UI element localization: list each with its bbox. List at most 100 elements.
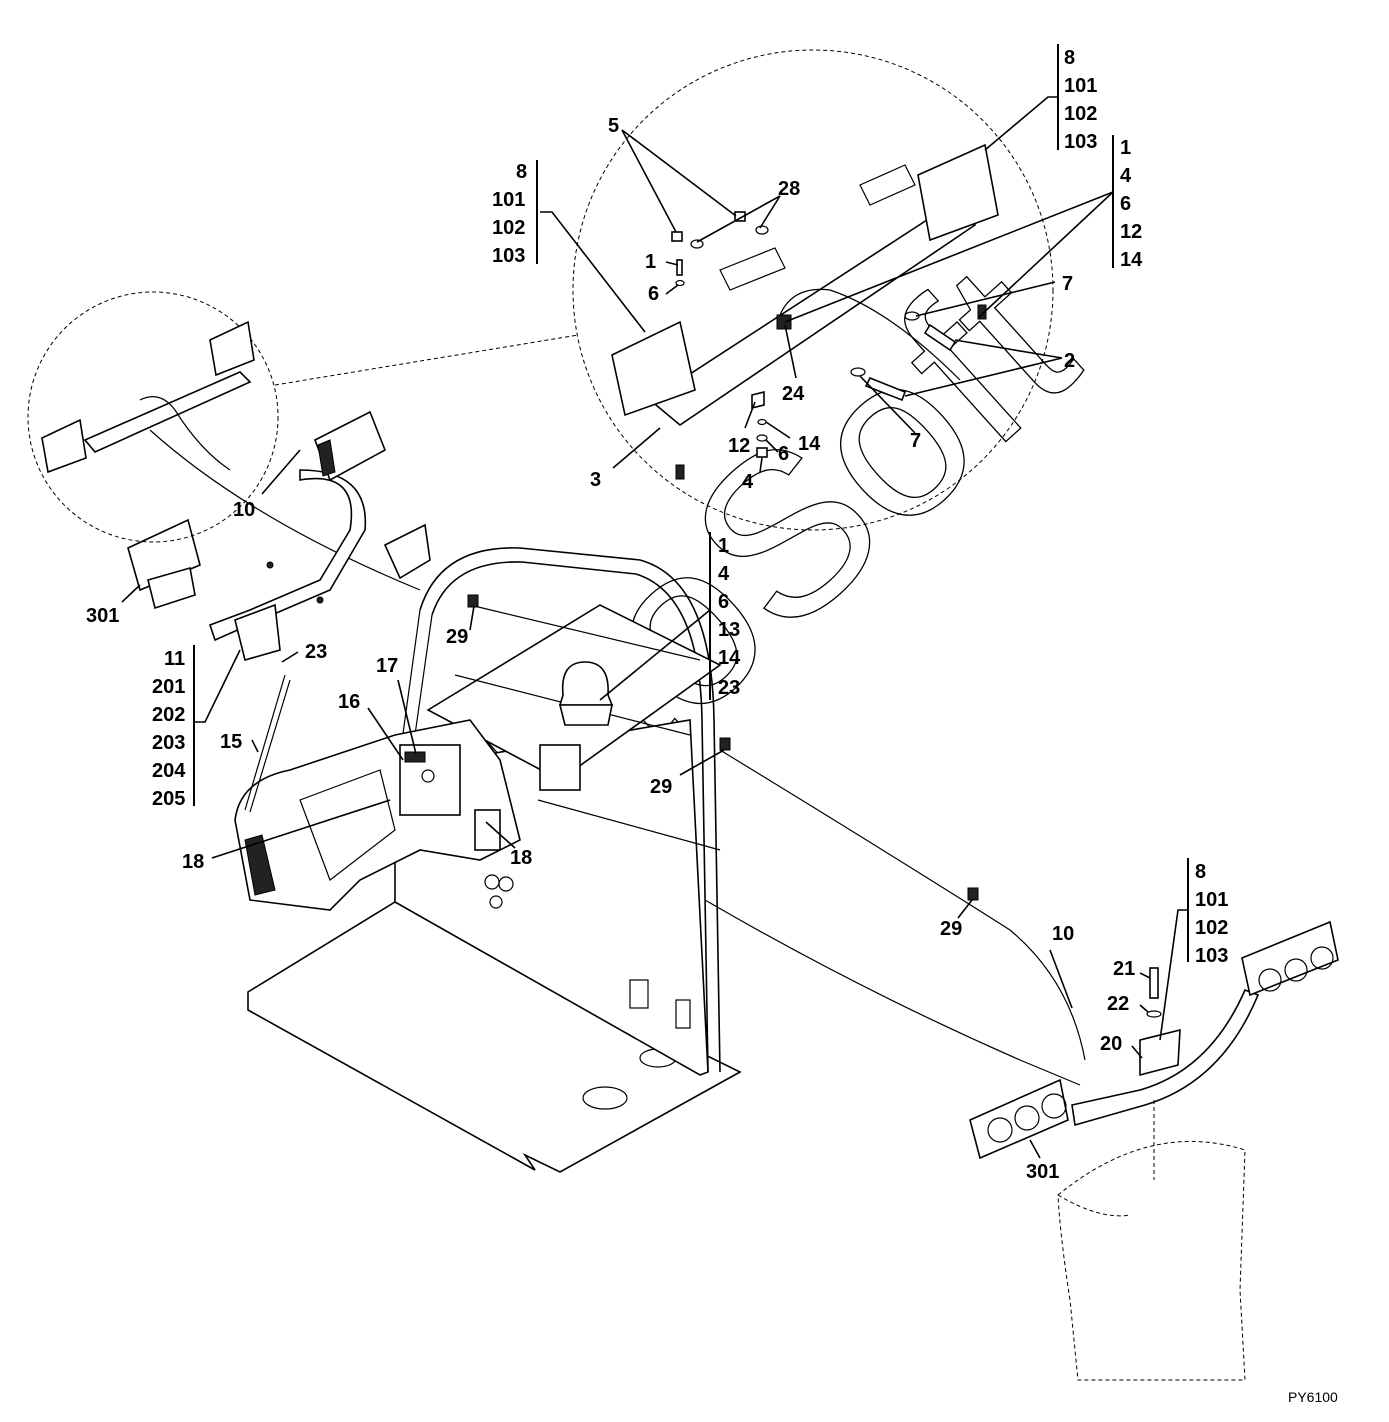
- front-light-bar: [127, 410, 431, 661]
- bolt-1: [676, 259, 683, 276]
- clip-29: [467, 594, 479, 608]
- rear-lamp-right: [1241, 920, 1339, 997]
- stack-item: 8: [516, 161, 527, 183]
- stack-item: 4: [718, 563, 730, 585]
- stack-left: 11 201 202 203 204 205: [152, 648, 186, 810]
- detail-large: [572, 49, 1054, 531]
- connector: [675, 464, 685, 480]
- bracket-18: [474, 809, 501, 851]
- clip-29: [967, 887, 979, 901]
- wire-15: [244, 674, 286, 811]
- label-6: 6: [778, 443, 789, 465]
- label-14: 14: [798, 433, 821, 455]
- lamp-housing-left: [611, 320, 696, 417]
- stack-center: 1 4 6 13 14 23: [718, 535, 741, 699]
- stack-item: 11: [164, 648, 185, 670]
- label-28: 28: [778, 178, 800, 200]
- stack-item: 101: [1064, 75, 1097, 97]
- detail-circle-large: [572, 49, 1054, 531]
- label-29: 29: [650, 776, 672, 798]
- detail-link-line: [274, 334, 579, 386]
- stack-item: 23: [718, 677, 740, 699]
- stack-item: 103: [492, 245, 525, 267]
- stack-item: 203: [152, 732, 185, 754]
- stack-item: 101: [492, 189, 525, 211]
- stack-item: 14: [1120, 249, 1143, 271]
- gauge: [421, 769, 435, 783]
- stack-item: 4: [1120, 165, 1132, 187]
- callout-labels: 5 28 1 6 24 7 2 7 12 14 6 4 3 10 301 23 …: [86, 115, 1135, 1183]
- console: [234, 719, 521, 911]
- work-lamp-upper-face: [317, 439, 336, 477]
- lamp-lens: [987, 1117, 1013, 1143]
- washer-7: [850, 367, 866, 377]
- stack-item: 102: [1064, 103, 1097, 125]
- mini-cable: [139, 396, 231, 471]
- cable-24: [777, 288, 961, 381]
- harness-10-lower: [704, 899, 1081, 1086]
- mini-bracket: [83, 371, 252, 453]
- work-lamp-right: [383, 523, 431, 580]
- rear-light-bar: [969, 920, 1339, 1381]
- mini-lamp-right: [209, 320, 255, 377]
- label-18: 18: [182, 851, 204, 873]
- stack-item: 103: [1064, 131, 1097, 153]
- stack-item: 205: [152, 788, 185, 810]
- label-23: 23: [305, 641, 327, 663]
- label-5: 5: [608, 115, 619, 137]
- label-2: 2: [1064, 350, 1075, 372]
- console-recess: [299, 769, 396, 881]
- washer-6b: [756, 434, 768, 442]
- lamp-301-base: [147, 566, 196, 610]
- label-15: 15: [220, 731, 242, 753]
- label-6: 6: [648, 283, 659, 305]
- stack-item: 12: [1120, 221, 1142, 243]
- cab-frame: [247, 547, 742, 1173]
- lamp-lens: [1258, 968, 1282, 992]
- label-3: 3: [590, 469, 601, 491]
- rear-cross-bar: [537, 799, 721, 851]
- label-10: 10: [233, 499, 255, 521]
- stack-item: 8: [1195, 861, 1206, 883]
- nut-5: [671, 231, 683, 242]
- stack-item: 1: [1120, 137, 1131, 159]
- label-7: 7: [1062, 273, 1073, 295]
- detail-circle-small: [27, 291, 279, 543]
- washer-22: [1146, 1010, 1162, 1018]
- mini-lamp-left: [41, 418, 87, 474]
- beacon-base: [558, 704, 613, 726]
- lamp-lens: [1041, 1093, 1067, 1119]
- bracket-20: [1139, 1028, 1181, 1077]
- drawing-code: PY6100: [1288, 1389, 1338, 1405]
- bolt: [266, 561, 274, 569]
- label-7: 7: [910, 430, 921, 452]
- nut-5: [734, 211, 746, 222]
- floor-hole: [582, 1086, 628, 1110]
- label-1: 1: [645, 251, 656, 273]
- lamp-lens: [1310, 946, 1334, 970]
- harnesses: [149, 429, 1086, 1086]
- label-301: 301: [86, 605, 119, 627]
- stack-item: 6: [718, 591, 729, 613]
- stack-item: 6: [1120, 193, 1131, 215]
- beacon-mount: [539, 744, 581, 791]
- rear-bar-tube: [1071, 988, 1260, 1127]
- bolt-21: [1149, 967, 1159, 999]
- wall-cutout: [675, 999, 691, 1029]
- label-24: 24: [782, 383, 805, 405]
- label-301: 301: [1026, 1161, 1059, 1183]
- washer-28: [690, 239, 704, 249]
- fender: [1057, 1140, 1246, 1381]
- connector: [977, 304, 987, 320]
- lamp-lens: [1014, 1105, 1040, 1131]
- wall-cutout: [629, 979, 649, 1009]
- label-10: 10: [1052, 923, 1074, 945]
- bracket-slot: [719, 247, 786, 291]
- harness-10-left: [149, 429, 421, 591]
- washer-28: [755, 225, 769, 235]
- stack-right-mid: 1 4 6 12 14: [1120, 137, 1143, 271]
- label-16: 16: [338, 691, 360, 713]
- lamp-housing-right: [917, 143, 999, 242]
- stack-item: 102: [1195, 917, 1228, 939]
